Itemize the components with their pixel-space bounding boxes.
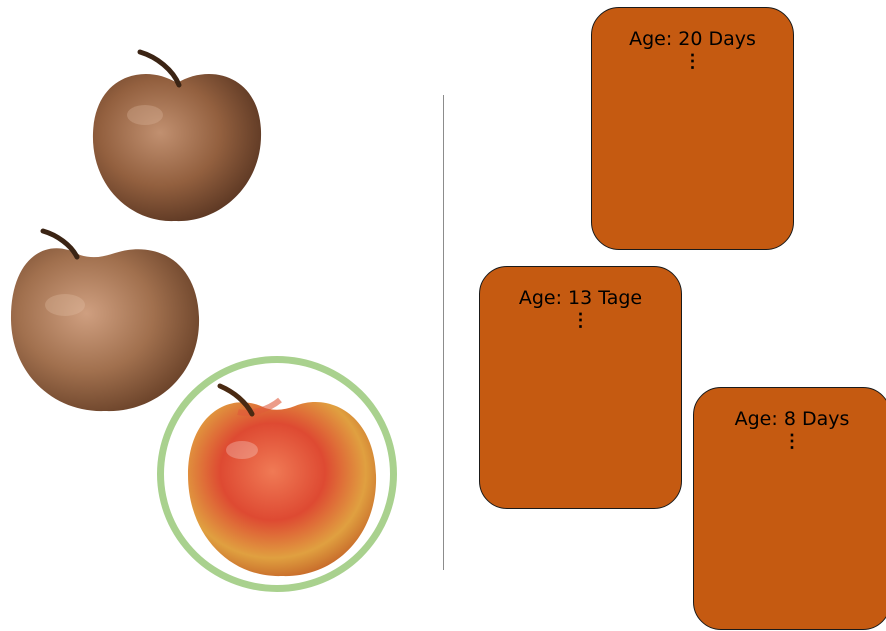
age-card-label: Age: 8 Days (694, 408, 886, 430)
divider-line (443, 95, 444, 570)
age-card-8-days: Age: 8 Days ⋮ (693, 387, 886, 630)
fresh-apple-image (180, 380, 385, 580)
age-card-20-days: Age: 20 Days ⋮ (591, 7, 794, 250)
age-card-13-tage: Age: 13 Tage ⋮ (479, 266, 682, 509)
ellipsis-icon: ⋮ (694, 432, 886, 450)
age-card-label: Age: 20 Days (592, 28, 793, 50)
aged-apple-image-1 (85, 45, 270, 225)
age-card-label: Age: 13 Tage (480, 287, 681, 309)
aged-apple-image-2 (5, 225, 205, 415)
ellipsis-icon: ⋮ (592, 52, 793, 70)
ellipsis-icon: ⋮ (480, 311, 681, 329)
